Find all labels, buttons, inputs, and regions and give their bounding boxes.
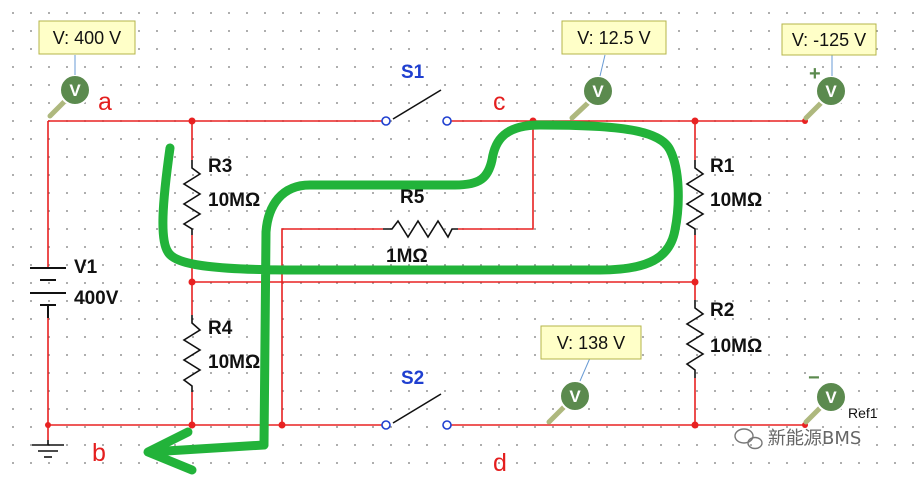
probe-reading-right: V: -125 V xyxy=(781,23,877,56)
switch-label-s1: S1 xyxy=(401,62,425,83)
node-label-b: b xyxy=(92,439,106,467)
plus-terminal-label: + xyxy=(809,63,821,85)
probe-reading-a: V: 400 V xyxy=(38,20,136,55)
voltmeter-symbol: V xyxy=(569,387,581,406)
voltmeter-symbol: V xyxy=(825,388,837,407)
svg-text:V: 400 V: V: 400 V xyxy=(53,28,121,48)
voltmeter-symbol: V xyxy=(592,82,604,101)
node-label-d: d xyxy=(493,449,507,477)
component-value-r3: 10MΩ xyxy=(208,190,260,211)
ground-symbol xyxy=(32,440,64,458)
switch-s1[interactable] xyxy=(381,89,452,126)
node-label-c: c xyxy=(493,88,506,116)
probe-reading-d: V: 138 V xyxy=(540,325,642,360)
component-value-r1: 10MΩ xyxy=(710,190,762,211)
component-value-r2: 10MΩ xyxy=(710,336,762,357)
battery-v1-symbol xyxy=(30,267,66,318)
resistor-r3-symbol xyxy=(182,160,202,235)
resistor-r5-symbol xyxy=(383,219,458,239)
component-value-r5: 1MΩ xyxy=(386,246,428,267)
resistor-r4-symbol xyxy=(182,315,202,392)
component-name-r4: R4 xyxy=(208,318,233,339)
svg-text:V: 12.5 V: V: 12.5 V xyxy=(577,28,650,48)
reference-label: Ref1 xyxy=(848,405,878,421)
svg-text:V: -125 V: V: -125 V xyxy=(792,30,866,50)
wechat-icon xyxy=(734,428,763,450)
probe-leader xyxy=(579,357,591,382)
component-name-r3: R3 xyxy=(208,156,232,177)
probe-reading-c: V: 12.5 V xyxy=(561,20,667,55)
voltmeter-probe-a[interactable]: V xyxy=(47,74,91,119)
probe-leader xyxy=(599,54,606,77)
circuit-wires xyxy=(47,120,805,440)
reference-meter[interactable]: V xyxy=(803,381,847,425)
switch-s2[interactable] xyxy=(381,393,452,430)
voltmeter-probe-right[interactable]: V xyxy=(803,75,847,121)
node-label-a: a xyxy=(98,88,112,116)
voltmeter-symbol: V xyxy=(69,81,81,100)
resistor-r2-symbol xyxy=(685,300,705,378)
voltmeter-probe-d[interactable]: V xyxy=(546,380,591,425)
component-value-v1: 400V xyxy=(74,288,119,309)
component-name-r2: R2 xyxy=(710,300,734,321)
minus-terminal-label: − xyxy=(808,367,820,389)
svg-text:V: 138 V: V: 138 V xyxy=(557,333,625,353)
component-name-v1: V1 xyxy=(74,257,98,278)
voltmeter-symbol: V xyxy=(825,82,837,101)
voltmeter-probe-c[interactable]: V xyxy=(569,75,614,121)
component-value-r4: 10MΩ xyxy=(208,352,260,373)
watermark-text: 新能源BMS xyxy=(768,428,861,449)
switch-label-s2: S2 xyxy=(401,368,424,389)
resistor-r1-symbol xyxy=(685,160,705,235)
component-name-r1: R1 xyxy=(710,156,735,177)
component-name-r5: R5 xyxy=(400,187,425,208)
current-path-annotation xyxy=(143,120,683,475)
watermark: 新能源BMS xyxy=(734,428,861,450)
